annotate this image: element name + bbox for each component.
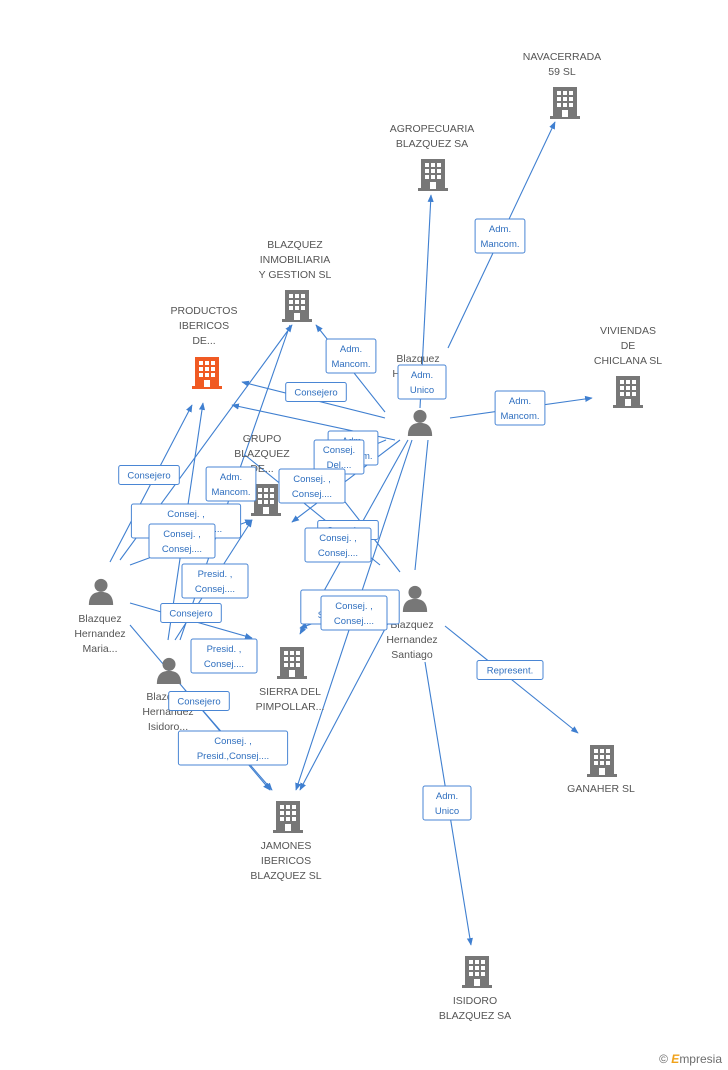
edge-label-sa-ganaher: Represent. (476, 660, 544, 680)
edge-santiago-francisco (414, 439, 429, 571)
brand-initial: E (671, 1052, 680, 1066)
watermark: © Empresia (659, 1052, 722, 1066)
edge-label-sa-jamones: Consej. ,Consej.... (320, 595, 388, 631)
edge-labels: Adm.Mancom.Adm.UnicoAdm.Mancom.Consejero… (118, 218, 546, 821)
svg-text:Consej. ,Consej....: Consej. ,Consej.... (162, 529, 202, 555)
svg-text:Consej.Del....: Consej.Del.... (323, 445, 355, 471)
svg-text:Consejero: Consejero (294, 388, 337, 399)
svg-text:Consej. ,Presid.,Consej....: Consej. ,Presid.,Consej.... (197, 736, 269, 762)
edge-label-is-productos: Consej. ,Consej.... (148, 523, 216, 559)
svg-text:Represent.: Represent. (487, 666, 533, 677)
edge-label-fr-grupo-3: Consej. ,Consej.... (278, 468, 346, 504)
edge-label-is-grupo: Presid. ,Consej.... (181, 563, 249, 599)
svg-text:Consej. ,Consej....: Consej. ,Consej.... (318, 533, 358, 559)
svg-text:Adm.Unico: Adm.Unico (410, 370, 434, 396)
brand-name: mpresia (679, 1052, 722, 1066)
copyright-icon: © (659, 1052, 668, 1066)
edge-label-fr-viviendas: Adm.Mancom. (494, 390, 546, 426)
svg-text:Presid. ,Consej....: Presid. ,Consej.... (195, 569, 235, 595)
svg-text:Consejero: Consejero (127, 471, 170, 482)
node-label: GANAHER SL (567, 783, 635, 795)
building-icon (550, 87, 580, 119)
edge-label-fr-agropecuaria: Adm.Unico (397, 364, 447, 400)
person-icon (402, 585, 428, 612)
svg-text:Adm.Mancom.: Adm.Mancom. (480, 224, 519, 250)
edge-santiago-jamones (299, 609, 396, 791)
edge-label-ma-sierra: Consejero (160, 603, 222, 623)
building-icon (192, 357, 222, 389)
building-icon (282, 290, 312, 322)
svg-text:Consejero: Consejero (177, 697, 220, 708)
svg-text:Adm.Mancom.: Adm.Mancom. (211, 472, 250, 498)
person-icon (407, 409, 433, 436)
edge-label-fr-inmobiliaria: Adm.Mancom. (325, 338, 377, 374)
building-icon (277, 647, 307, 679)
svg-text:Consej. ,Consej....: Consej. ,Consej.... (334, 601, 374, 627)
edge-label-fr-grupo-2: Consej.Del.... (313, 439, 365, 475)
svg-text:Presid. ,Consej....: Presid. ,Consej.... (204, 644, 244, 670)
svg-text:Adm.Unico: Adm.Unico (435, 791, 459, 817)
building-icon (613, 376, 643, 408)
edge-label-sa-isidoro: Adm.Unico (422, 785, 472, 821)
building-icon (418, 159, 448, 191)
edge-label-fr-productos: Consejero (285, 382, 347, 402)
edge-label-fr-navacerrada: Adm.Mancom. (474, 218, 526, 254)
node-ganaher[interactable]: GANAHER SL (567, 745, 635, 795)
edge-label-ma-grupo-1: Adm.Mancom. (205, 466, 257, 502)
person-icon (88, 578, 114, 605)
building-icon (587, 745, 617, 777)
svg-text:Consejero: Consejero (169, 609, 212, 620)
edge-label-sa-grupo: Consej. ,Consej.... (304, 527, 372, 563)
building-icon (462, 956, 492, 988)
edge-label-is-jamones: Consej. ,Presid.,Consej.... (177, 730, 289, 766)
edge-label-ma-jamones: Consejero (168, 691, 230, 711)
building-icon (273, 801, 303, 833)
edge-label-is-sierra: Presid. ,Consej.... (190, 638, 258, 674)
svg-text:Adm.Mancom.: Adm.Mancom. (500, 396, 539, 422)
svg-text:Consej. ,Consej....: Consej. ,Consej.... (292, 474, 332, 500)
edge-label-ma-productos: Consejero (118, 465, 180, 485)
svg-text:Adm.Mancom.: Adm.Mancom. (331, 344, 370, 370)
